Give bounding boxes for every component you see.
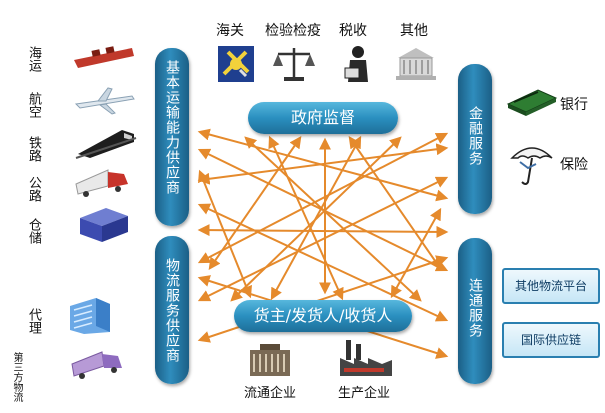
international-supply-chain-label: 国际供应链 — [520, 333, 581, 347]
relationship-arrow-16 — [390, 207, 442, 299]
basic-transport-provider-pill: 基本运输能力供应商 — [155, 48, 189, 226]
connectivity-service-label: 连通服务 — [467, 278, 483, 338]
warehousing-label: 仓储 — [26, 218, 41, 244]
shipper-consignor-consignee-label: 货主/发货人/收货人 — [253, 306, 393, 325]
scales-icon — [273, 48, 315, 81]
trading-building-icon — [250, 344, 290, 376]
factory-icon — [340, 340, 392, 376]
other-logistics-platform-box: 其他物流平台 — [502, 268, 600, 304]
finance-service-pill: 金融服务 — [458, 64, 492, 214]
other-government-label: 其他 — [400, 23, 428, 39]
agency-label: 代理 — [26, 308, 41, 334]
government-supervision-hub: 政府监督 — [248, 102, 398, 134]
logistics-truck-icon — [71, 351, 122, 379]
logistics-service-provider-pill: 物流服务供应商 — [155, 236, 189, 384]
relationship-arrow-15 — [198, 169, 252, 299]
trading-enterprise-label: 流通企业 — [244, 386, 297, 401]
relationship-arrow-17 — [197, 224, 449, 238]
third-party-logistics-label: 第三方物流 — [11, 352, 22, 402]
road-transport-label: 公路 — [26, 176, 41, 202]
basic-transport-provider-label: 基本运输能力供应商 — [164, 60, 180, 195]
bank-label: 银行 — [560, 97, 588, 113]
relationship-arrow-5 — [197, 132, 449, 264]
umbrella-icon — [510, 147, 553, 185]
connectivity-service-pill: 连通服务 — [458, 238, 492, 384]
logistics-service-provider-label: 物流服务供应商 — [164, 258, 180, 363]
office-building-icon — [70, 298, 110, 334]
train-icon — [75, 130, 137, 159]
inspection-quarantine-label: 检验检疫 — [265, 23, 321, 39]
relationship-arrow-6 — [197, 176, 449, 302]
warehouse-icon — [80, 208, 128, 242]
truck-icon — [75, 169, 128, 197]
customs-badge-icon — [218, 46, 254, 82]
customs-label: 海关 — [216, 23, 244, 39]
rail-transport-label: 铁路 — [26, 136, 41, 162]
manufacturing-enterprise-label: 生产企业 — [338, 386, 391, 401]
shipper-consignor-consignee-hub: 货主/发货人/收货人 — [234, 300, 412, 332]
finance-service-label: 金融服务 — [467, 106, 483, 166]
government-building-icon — [396, 48, 436, 80]
international-supply-chain-box: 国际供应链 — [502, 322, 600, 358]
airplane-icon — [74, 87, 135, 115]
ship-icon — [74, 46, 134, 68]
sea-transport-label: 海运 — [26, 46, 41, 72]
air-transport-label: 航空 — [26, 92, 41, 118]
tax-officer-icon — [344, 46, 368, 82]
government-supervision-label: 政府监督 — [290, 108, 355, 127]
other-logistics-platform-label: 其他物流平台 — [514, 279, 587, 293]
money-stack-icon — [506, 89, 558, 116]
taxation-label: 税收 — [339, 23, 367, 39]
insurance-label: 保险 — [560, 157, 588, 173]
